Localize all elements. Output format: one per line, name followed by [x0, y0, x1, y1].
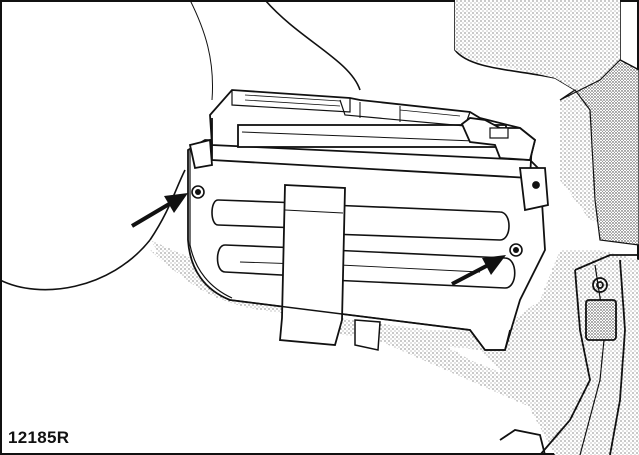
fixing-bolt-left	[191, 185, 205, 199]
fixing-bolt-right	[509, 243, 523, 257]
control-unit	[188, 89, 549, 212]
arrow-icon	[451, 255, 506, 286]
seat-rail	[499, 254, 639, 455]
retaining-strap	[279, 184, 346, 346]
floor-area	[150, 0, 639, 455]
arrow-icon	[130, 193, 188, 228]
mounting-bracket	[187, 139, 546, 351]
figure-reference-code: 12185R	[6, 428, 72, 448]
lower-casing	[229, 299, 511, 351]
right-column-shading	[559, 59, 639, 246]
slotted-panel	[211, 199, 516, 289]
